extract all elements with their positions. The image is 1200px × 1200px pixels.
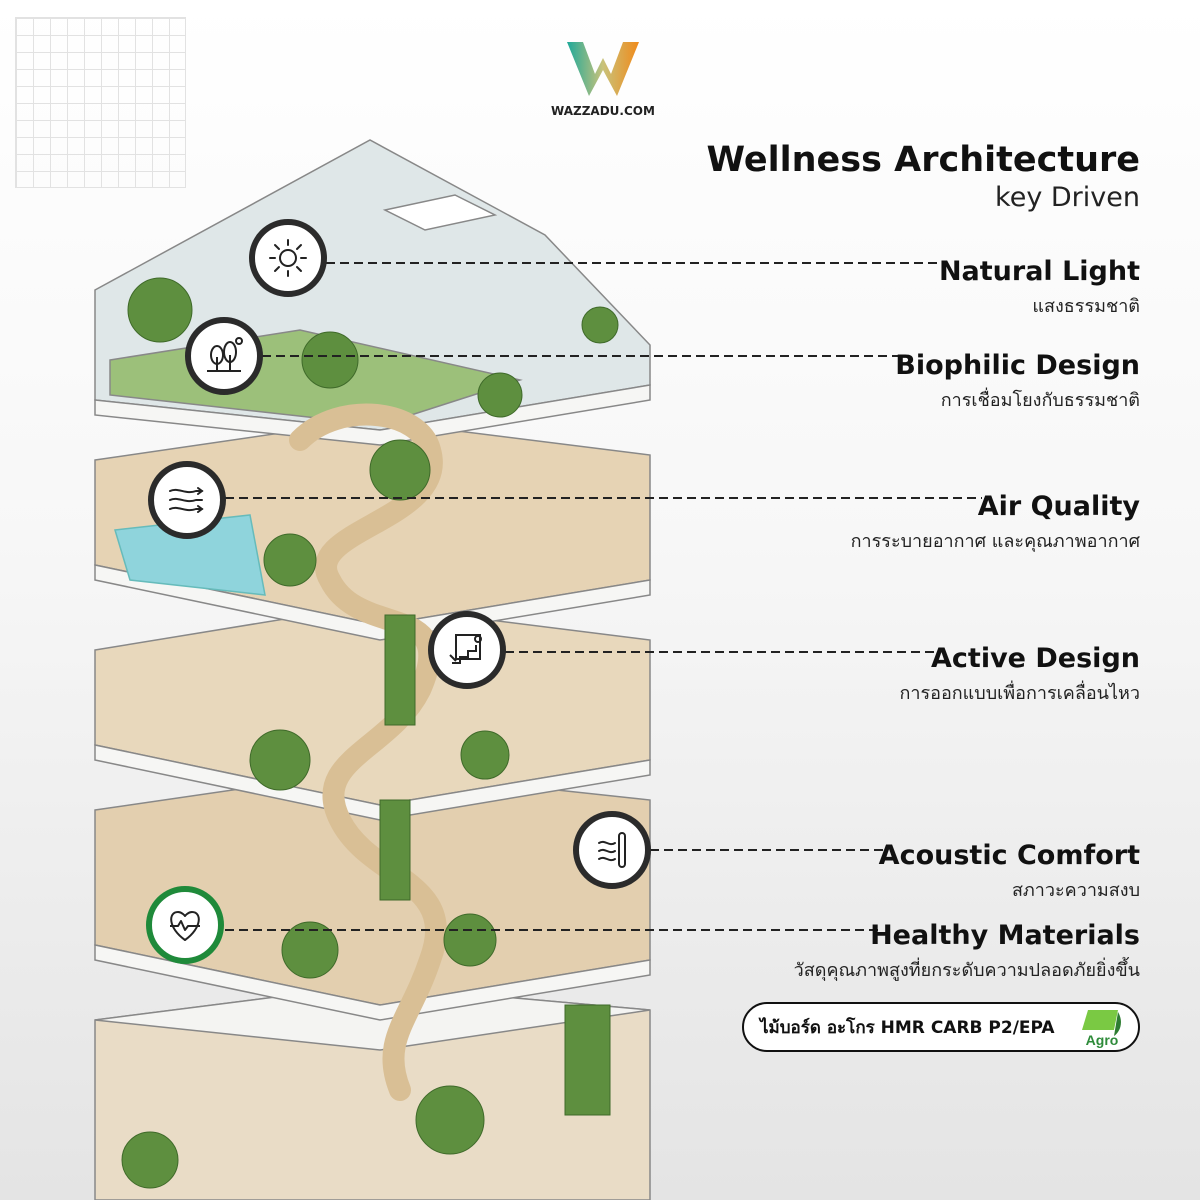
- feature-active-design: Active Design การออกแบบเพื่อการเคลื่อนไหว: [899, 643, 1140, 707]
- feature-title: Natural Light: [938, 256, 1140, 287]
- feature-subtitle: วัสดุคุณภาพสูงที่ยกระดับความปลอดภัยยิ่งข…: [793, 960, 1140, 981]
- logo: WAZZADU.COM: [548, 36, 658, 118]
- feature-title: Air Quality: [977, 491, 1140, 522]
- feature-air-quality: Air Quality การระบายอากาศ และคุณภาพอากาศ: [851, 491, 1140, 555]
- feature-title: Active Design: [931, 643, 1140, 674]
- feature-title: Acoustic Comfort: [878, 840, 1140, 871]
- feature-subtitle: สภาวะความสงบ: [1011, 880, 1140, 901]
- feature-natural-light: Natural Light แสงธรรมชาติ: [939, 256, 1140, 320]
- svg-text:Agro: Agro: [1086, 1032, 1119, 1048]
- feature-biophilic-design: Biophilic Design การเชื่อมโยงกับธรรมชาติ: [895, 350, 1140, 414]
- sun-icon: [249, 219, 327, 297]
- logo-text: WAZZADU.COM: [551, 104, 655, 118]
- heart-pulse-icon: [146, 886, 224, 964]
- grid-decoration: [15, 17, 186, 188]
- feature-title: Biophilic Design: [895, 350, 1140, 381]
- page-title: Wellness Architecture key Driven: [707, 140, 1140, 213]
- feature-title: Healthy Materials: [870, 920, 1140, 951]
- feature-healthy-materials: Healthy Materials วัสดุคุณภาพสูงที่ยกระดั…: [794, 920, 1140, 984]
- feature-subtitle: การเชื่อมโยงกับธรรมชาติ: [940, 390, 1140, 411]
- feature-acoustic-comfort: Acoustic Comfort สภาวะความสงบ: [879, 840, 1140, 904]
- feature-subtitle: แสงธรรมชาติ: [1032, 296, 1140, 317]
- leader-lines: [225, 262, 982, 931]
- title-main: Wellness Architecture: [706, 140, 1140, 180]
- feature-subtitle: การระบายอากาศ และคุณภาพอากาศ: [850, 531, 1140, 552]
- sound-wave-icon: [573, 811, 651, 889]
- product-badge: ไม้บอร์ด อะโกร HMR CARB P2/EPA Agro: [742, 1002, 1140, 1052]
- feature-subtitle: การออกแบบเพื่อการเคลื่อนไหว: [899, 683, 1140, 704]
- trees-icon: [185, 317, 263, 395]
- title-sub: key Driven: [995, 182, 1140, 213]
- agro-logo: Agro: [1082, 1010, 1121, 1048]
- badge-text: ไม้บอร์ด อะโกร HMR CARB P2/EPA: [760, 1017, 1055, 1038]
- wind-icon: [148, 461, 226, 539]
- stairs-path-icon: [428, 611, 506, 689]
- logo-w-icon: [567, 42, 639, 96]
